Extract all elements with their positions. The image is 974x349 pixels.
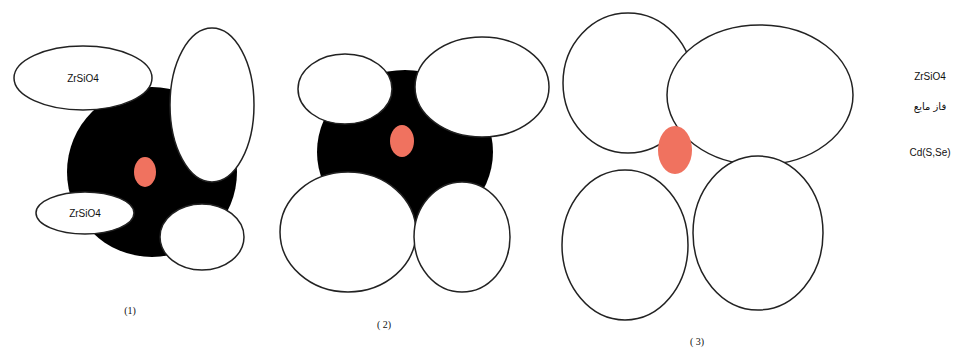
zircon-grain: [160, 204, 244, 270]
pigment-particle: [134, 157, 156, 187]
legend-text: Cd(S,Se): [909, 147, 950, 158]
zircon-grain: [562, 170, 688, 320]
zircon-grain-node: ZrSiO4: [35, 191, 135, 235]
zircon-grain: [298, 54, 392, 124]
legend-text: فاز مایع: [914, 101, 946, 112]
panel-number: ( 2): [377, 319, 391, 330]
pigment-particle: [658, 126, 692, 174]
zircon-grain: [667, 25, 853, 165]
zircon-grain: [280, 172, 416, 292]
zircon-grain: [414, 182, 510, 292]
zircon-grain: [693, 156, 823, 310]
zircon-grain: [170, 28, 254, 182]
zircon-grain: [415, 37, 549, 137]
mineral-name: ZrSiO4: [69, 208, 101, 219]
panel-number: (1): [124, 305, 136, 316]
panel-number: ( 3): [690, 336, 704, 347]
mineral-name: ZrSiO4: [67, 73, 99, 84]
pigment-particle: [390, 125, 414, 157]
legend-text: ZrSiO4: [914, 71, 946, 82]
zircon-grain-node: ZrSiO4: [13, 45, 153, 111]
